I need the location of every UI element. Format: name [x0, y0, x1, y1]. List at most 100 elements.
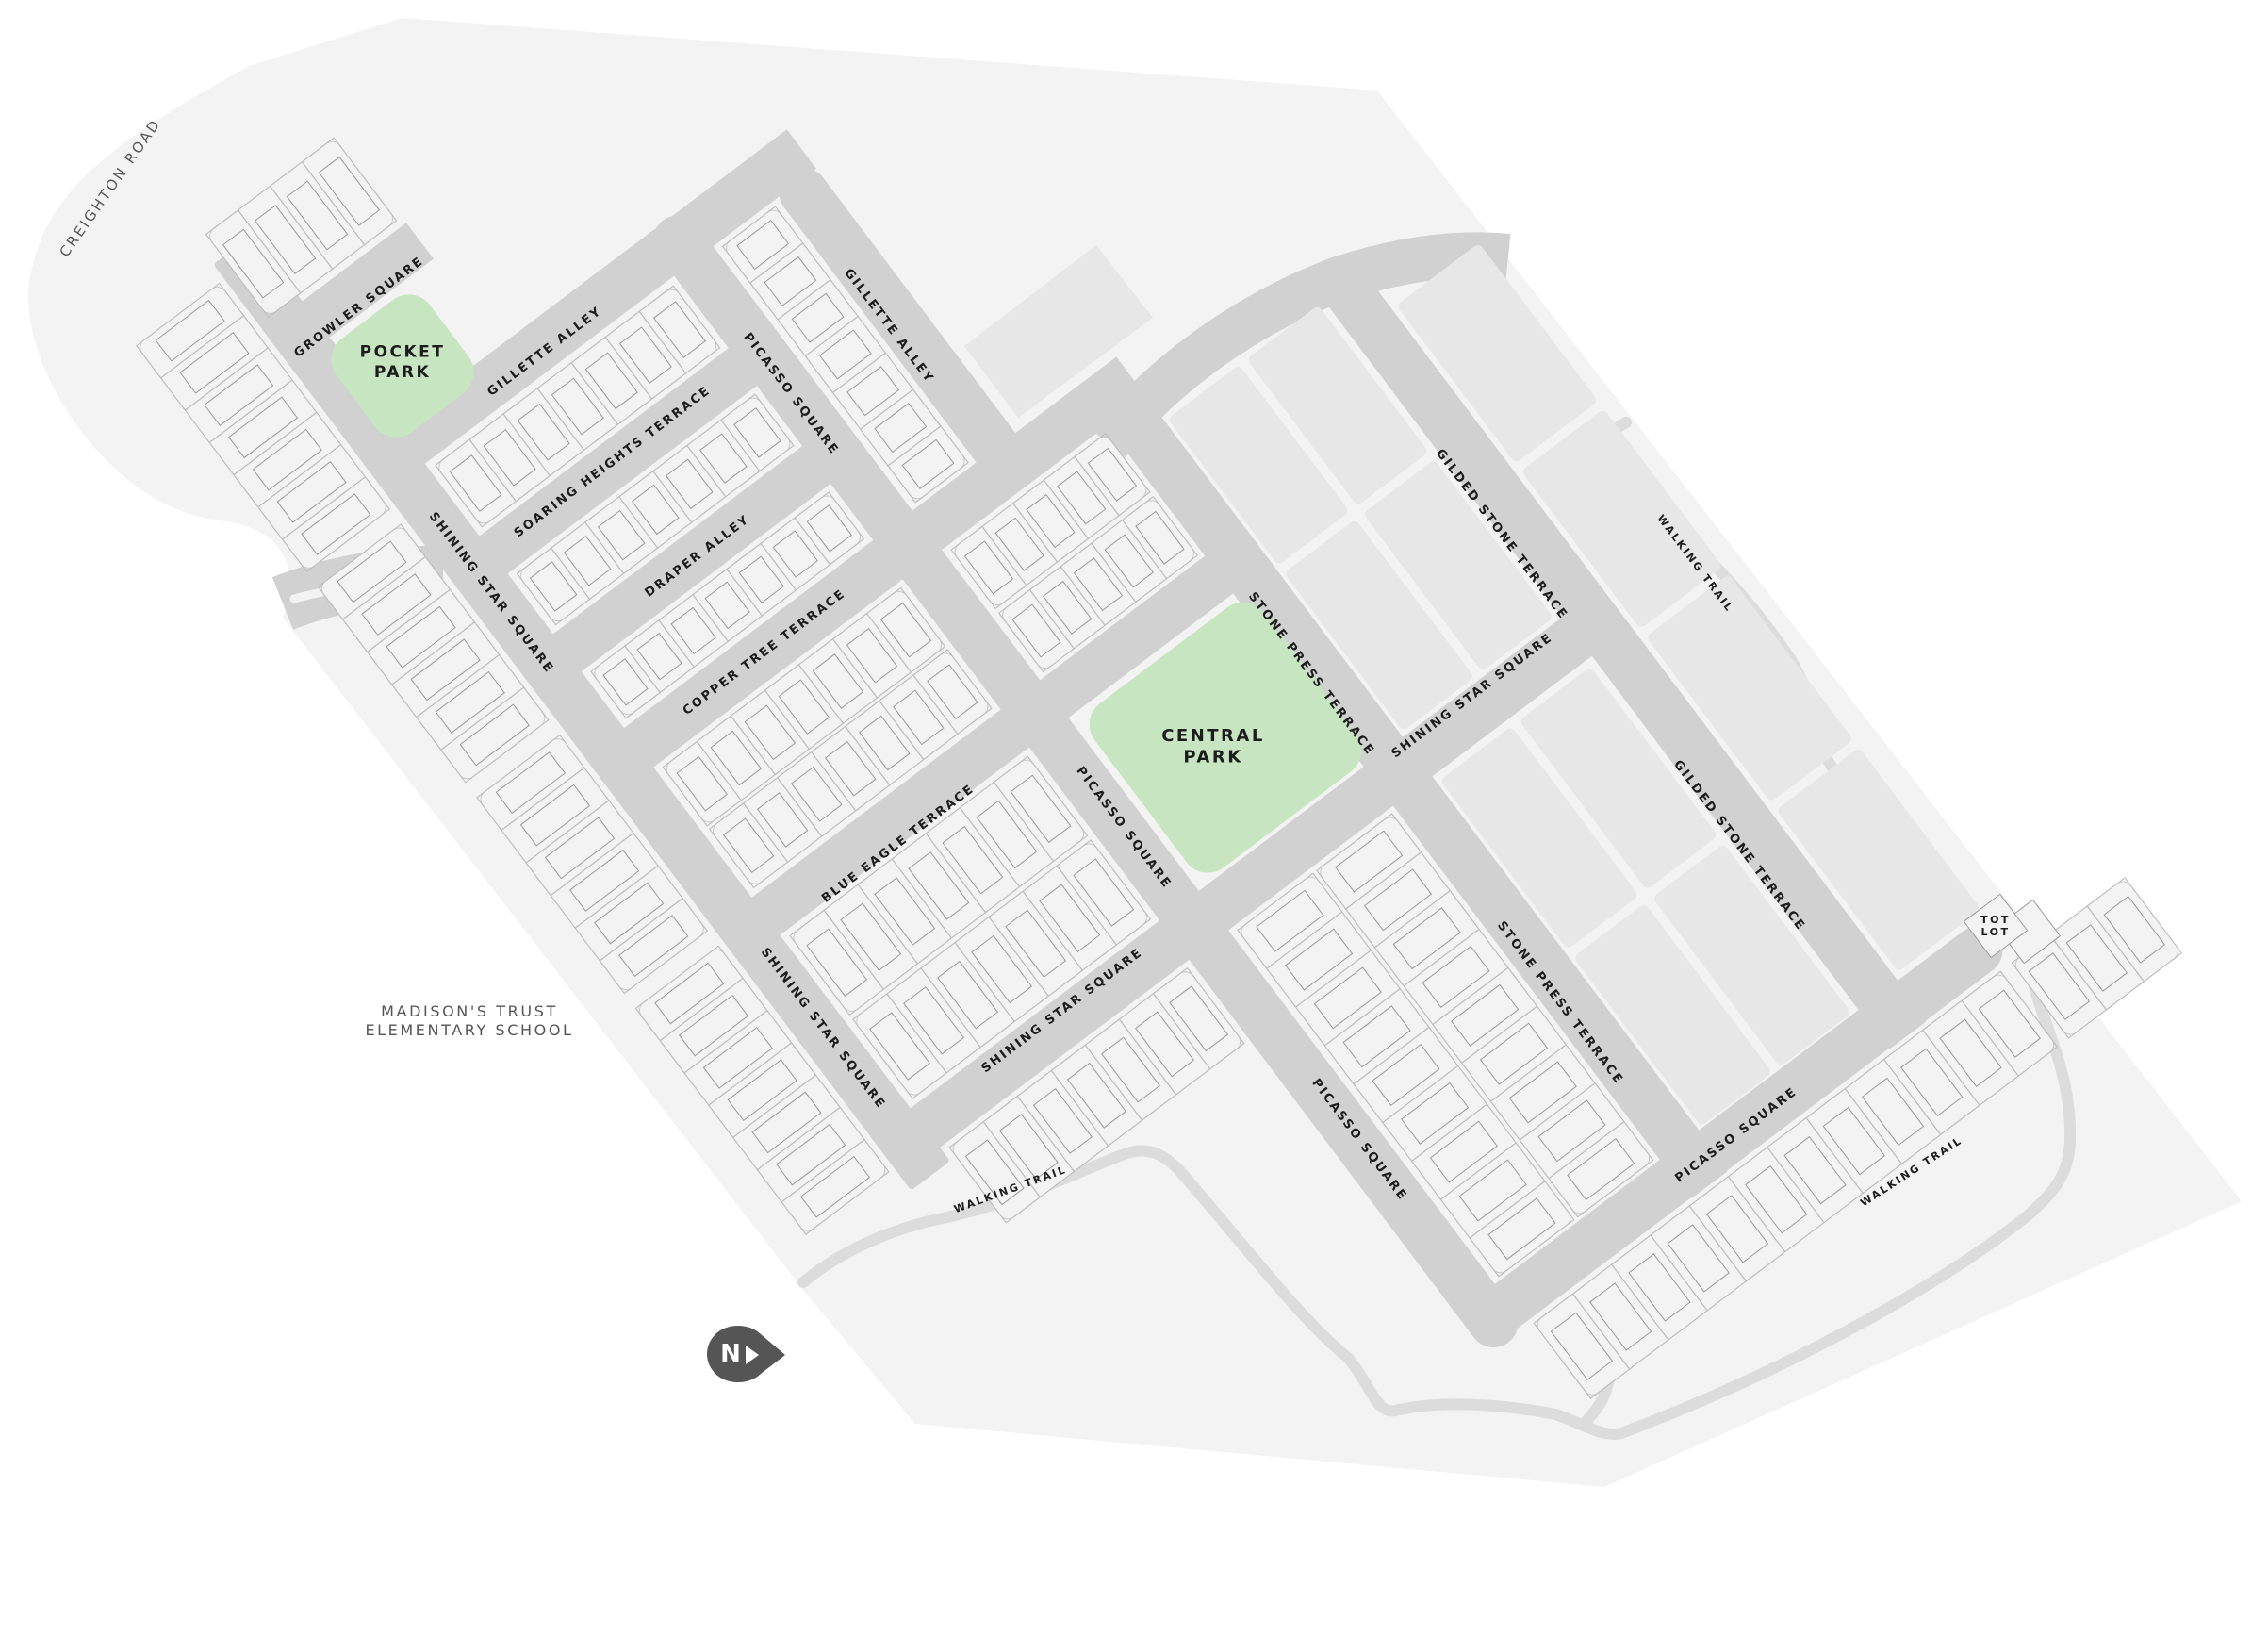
lot-row: [948, 966, 1245, 1224]
lot[interactable]: [638, 285, 721, 374]
home-footprint: [1169, 985, 1229, 1052]
home-footprint: [1005, 909, 1067, 979]
lot-row: [317, 523, 550, 784]
central-park-area[interactable]: [1079, 591, 1372, 884]
north-arrow: N: [707, 1326, 785, 1382]
home-footprint: [1783, 1135, 1847, 1205]
lot[interactable]: [2086, 877, 2183, 983]
home-footprint: [1451, 983, 1520, 1047]
home-footprint: [618, 326, 672, 385]
pocket-park-area[interactable]: [320, 284, 485, 448]
home-footprint: [1100, 1036, 1160, 1103]
home-footprint: [901, 438, 955, 489]
lot[interactable]: [599, 897, 709, 995]
roads: [214, 129, 2003, 1348]
lot[interactable]: [1152, 966, 1245, 1070]
home-footprint: [1363, 868, 1433, 932]
home-footprint: [361, 573, 432, 636]
lot[interactable]: [1548, 1120, 1654, 1218]
lot[interactable]: [993, 755, 1089, 863]
home-footprint: [1039, 884, 1101, 952]
home-footprint: [1073, 858, 1135, 927]
home-footprint: [551, 377, 604, 436]
lot[interactable]: [1121, 496, 1199, 580]
home-footprint: [976, 800, 1038, 869]
home-footprint: [1135, 510, 1185, 565]
home-footprint: [337, 540, 407, 603]
home-footprint: [318, 156, 381, 226]
home-footprint: [722, 818, 775, 873]
home-footprint: [179, 332, 250, 394]
home-footprint: [2103, 895, 2165, 964]
lot-row: [476, 734, 709, 995]
home-footprint: [449, 454, 502, 512]
road-draper-alley: [514, 424, 859, 702]
lot[interactable]: [887, 425, 969, 504]
lot[interactable]: [1469, 1181, 1575, 1278]
home-footprint: [764, 256, 817, 306]
lot[interactable]: [720, 393, 795, 472]
home-footprint: [806, 504, 852, 553]
home-footprint: [517, 403, 570, 461]
lot[interactable]: [781, 1138, 890, 1235]
home-footprint: [2065, 924, 2128, 992]
home-footprint: [776, 1123, 846, 1186]
lot[interactable]: [1056, 839, 1152, 946]
lot[interactable]: [794, 491, 865, 566]
gray-parcel-north: [964, 245, 1153, 418]
home-footprint: [893, 689, 945, 746]
home-footprint: [704, 581, 750, 630]
home-footprint: [744, 704, 797, 761]
home-footprint: [824, 740, 877, 797]
lot[interactable]: [912, 649, 993, 735]
home-footprint: [676, 755, 729, 812]
home-footprint: [1550, 1312, 1614, 1380]
home-footprint: [597, 509, 646, 561]
north-pointer-icon: [746, 1346, 759, 1364]
home-footprint: [1335, 830, 1404, 893]
road-stone-press-terrace: [1104, 392, 1728, 1198]
home-footprint: [733, 407, 781, 458]
lot-row: [136, 282, 390, 573]
lot[interactable]: [281, 476, 390, 573]
lot-row: [2011, 877, 2183, 1039]
home-footprint: [435, 670, 505, 734]
home-footprint: [994, 517, 1044, 571]
home-footprint: [602, 658, 649, 706]
home-footprint: [636, 632, 682, 681]
home-footprint: [790, 766, 843, 822]
home-footprint: [699, 433, 748, 484]
home-footprint: [568, 849, 640, 912]
home-footprint: [879, 602, 932, 658]
lot[interactable]: [1961, 970, 2059, 1077]
lot[interactable]: [301, 137, 398, 246]
home-footprint: [204, 364, 274, 426]
home-footprint: [778, 679, 830, 735]
home-footprint: [495, 751, 567, 815]
home-footprint: [1087, 447, 1138, 502]
lot[interactable]: [440, 686, 550, 784]
lot[interactable]: [865, 586, 946, 673]
tot-lot-box[interactable]: [1963, 893, 2029, 959]
home-footprint: [812, 653, 864, 709]
home-footprint: [252, 428, 322, 491]
home-footprint: [1429, 1120, 1499, 1183]
home-footprint: [756, 792, 809, 848]
home-footprint: [1745, 1165, 1808, 1234]
home-footprint: [1861, 1077, 1925, 1147]
home-footprint: [665, 458, 714, 510]
home-footprint: [594, 882, 665, 945]
home-footprint: [544, 817, 616, 880]
home-footprint: [937, 960, 999, 1030]
home-footprint: [806, 928, 868, 998]
lot-row: [721, 206, 969, 504]
home-footprint: [529, 561, 578, 612]
north-label: N: [720, 1340, 741, 1368]
lot[interactable]: [1074, 432, 1151, 517]
road-north-arc: [1090, 232, 1511, 458]
home-footprint: [654, 962, 725, 1025]
home-footprint: [276, 460, 347, 523]
